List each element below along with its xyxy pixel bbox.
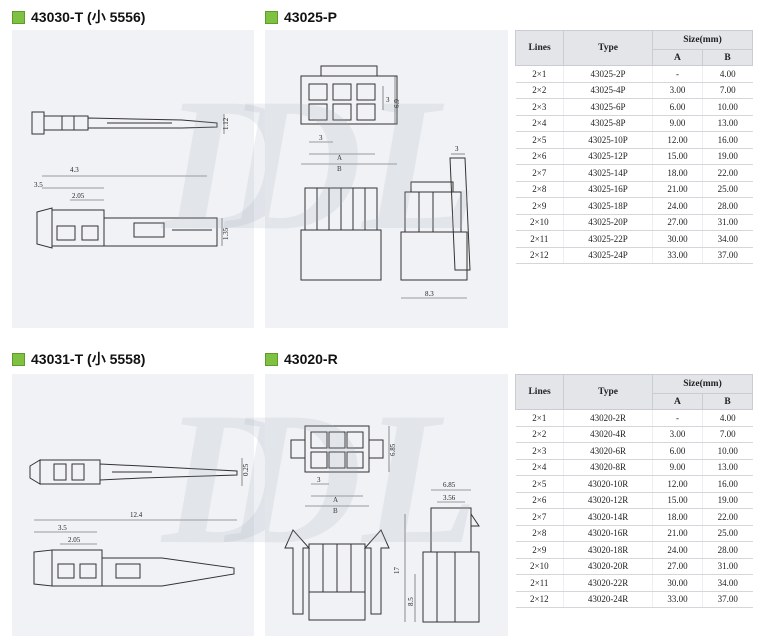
dim-3-pitch: 3	[319, 134, 323, 142]
dim-12-4: 12.4	[130, 511, 143, 519]
drawing-panel-43020-r: DL 6.85 3 A B 6.85 3.56 17	[225, 374, 508, 636]
col-type: Type	[563, 30, 653, 66]
col-b: B	[701, 49, 754, 66]
col-b: B	[701, 393, 754, 410]
green-square-icon	[265, 10, 278, 24]
terminal-43031-t-drawing: 0.25 12.4 3.5 2.05	[29, 458, 250, 587]
dim-1-35: 1.35	[222, 227, 230, 240]
dim-17: 17	[393, 567, 401, 575]
drawing-panel-43025-p: DL 3 6.9 3 A B 3 8.3	[225, 30, 508, 328]
dim-6-85-side: 6.85	[443, 481, 456, 489]
dim-3-pitch: 3	[317, 476, 321, 484]
dim-3-56: 3.56	[443, 494, 456, 502]
watermark: DL	[225, 60, 479, 270]
housing-43025-p-drawing: 3 6.9 3 A B 3 8.3	[300, 65, 471, 299]
section-title-43031-t: 43031-T (小 5558)	[12, 350, 145, 368]
col-a: A	[651, 393, 703, 410]
dim-a: A	[337, 154, 342, 162]
col-type: Type	[563, 374, 653, 410]
col-lines: Lines	[514, 30, 565, 66]
col-a: A	[651, 49, 703, 66]
dim-4-3: 4.3	[70, 166, 79, 174]
dim-3-5: 3.5	[34, 181, 43, 189]
dim-8-3: 8.3	[425, 290, 434, 298]
green-square-icon	[12, 352, 25, 366]
section-title-43030-t: 43030-T (小 5556)	[12, 8, 145, 26]
dim-1-12: 1.12	[222, 117, 230, 130]
section-title-43020-r: 43020-R	[265, 350, 338, 368]
green-square-icon	[265, 352, 278, 366]
housing-43020-r-drawing: 6.85 3 A B 6.85 3.56 17 8.5	[284, 425, 480, 623]
dim-3-5: 3.5	[58, 524, 67, 532]
dim-3-side: 3	[455, 145, 459, 153]
dim-8-5: 8.5	[407, 597, 415, 606]
dim-b: B	[337, 165, 342, 173]
col-lines: Lines	[514, 374, 565, 410]
dim-2-05: 2.05	[72, 192, 85, 200]
pin-cavities	[310, 431, 364, 469]
dim-3: 3	[386, 96, 390, 104]
watermark: DL	[225, 374, 479, 584]
title-text: 43030-T (小 5556)	[31, 9, 146, 25]
dim-b: B	[333, 507, 338, 515]
dim-a: A	[333, 496, 338, 504]
col-size: Size(mm)	[651, 30, 754, 50]
title-text: 43020-R	[284, 351, 338, 367]
green-square-icon	[12, 10, 25, 24]
col-size: Size(mm)	[651, 374, 754, 394]
terminal-43030-t-drawing: 1.12 4.3 3.5 2.05 1.35	[31, 111, 230, 249]
section-title-43025-p: 43025-P	[265, 8, 337, 26]
title-text: 43031-T (小 5558)	[31, 351, 146, 367]
pin-cavities	[308, 83, 376, 121]
dim-6-85: 6.85	[389, 443, 397, 456]
drawing-panel-43030-t: DL 1.12 4.3 3.5 2.05 1.35	[12, 30, 415, 328]
title-text: 43025-P	[284, 9, 337, 25]
drawing-panel-43031-t: DL 0.25 12.4 3.5 2.05	[12, 374, 415, 636]
dim-0-25: 0.25	[242, 463, 250, 476]
dim-2-05: 2.05	[68, 536, 81, 544]
dim-6-9: 6.9	[393, 99, 401, 108]
